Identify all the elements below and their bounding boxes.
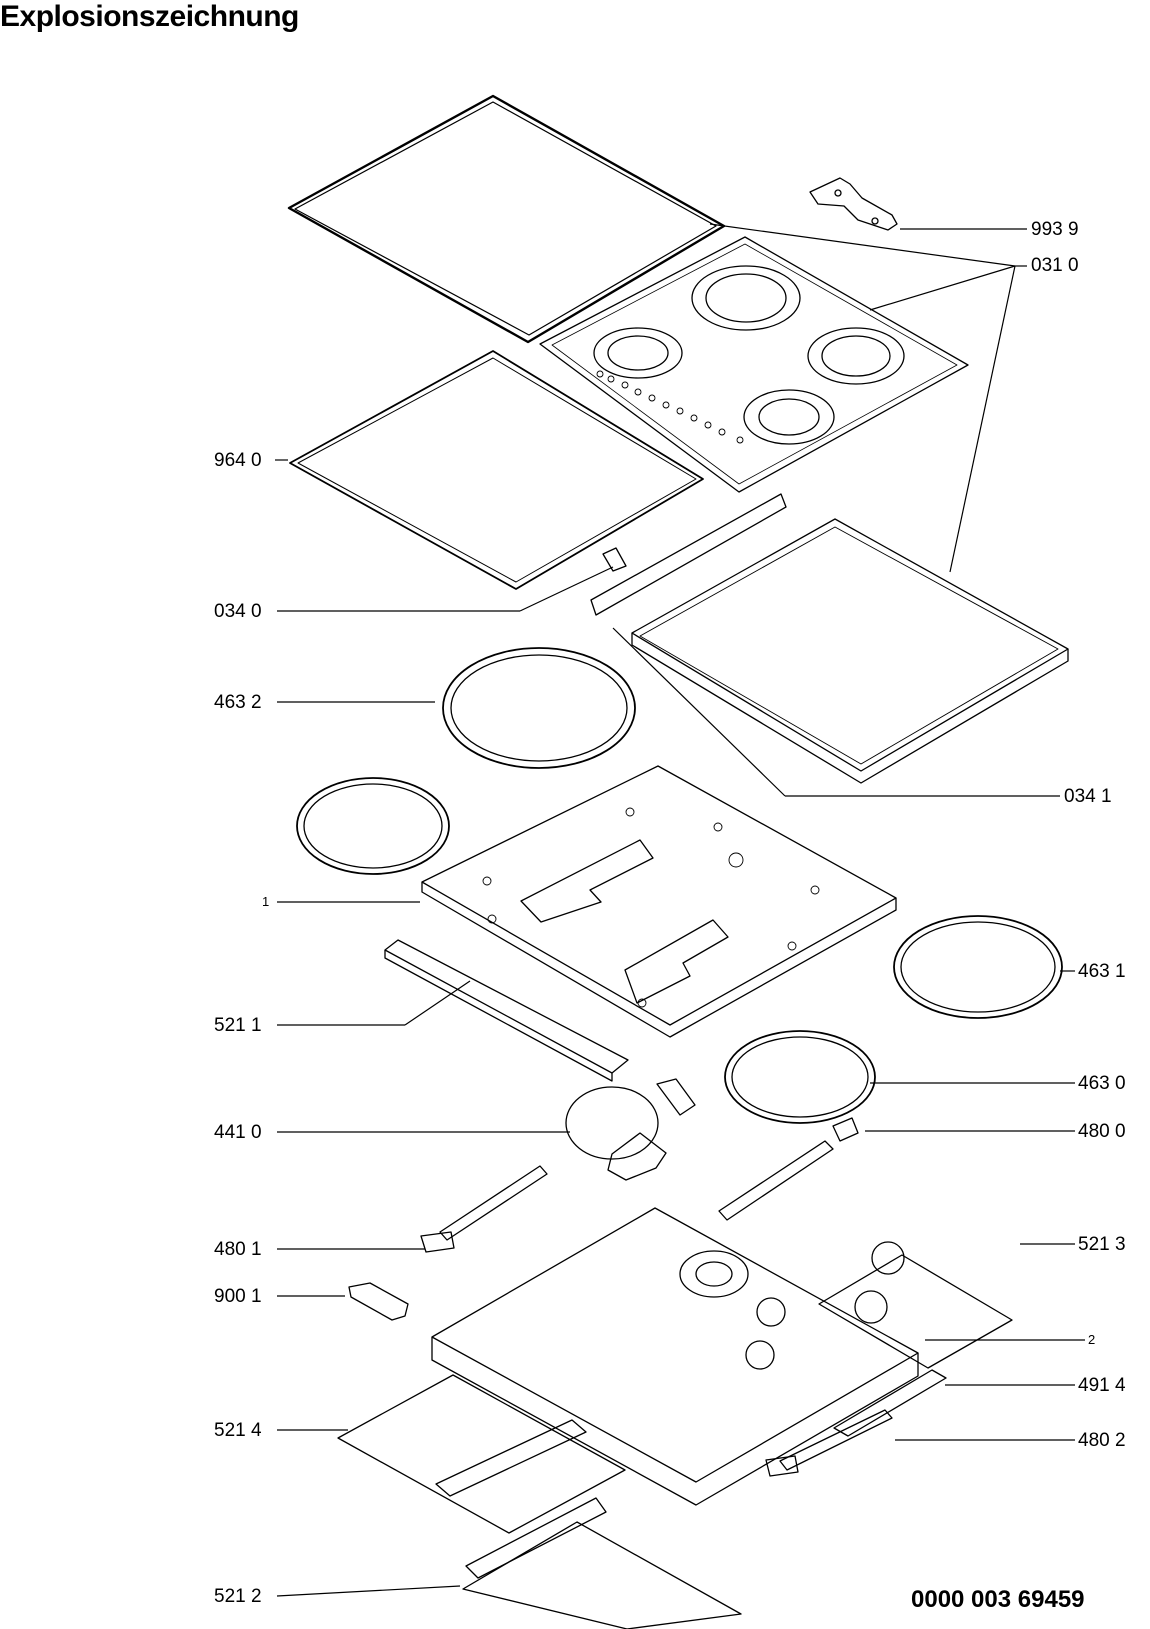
cable-480-0: [719, 1118, 858, 1220]
hob-frame: [632, 519, 1068, 783]
connector-plug: [349, 1283, 408, 1320]
side-rail: [591, 494, 786, 615]
heating-element-463-0: [725, 1031, 875, 1123]
part-label-491-4: 491 4: [1078, 1375, 1126, 1396]
part-label-034-0: 034 0: [214, 601, 262, 622]
hob-surface: [540, 237, 968, 492]
base-plate: [422, 766, 896, 1037]
part-label-480-1: 480 1: [214, 1239, 262, 1260]
control-board: [385, 940, 628, 1081]
part-label-964-0: 964 0: [214, 450, 262, 471]
part-label-463-2: 463 2: [214, 692, 262, 713]
part-label-521-3: 521 3: [1078, 1234, 1126, 1255]
heating-element-463-1: [894, 916, 1062, 1018]
part-label-480-0: 480 0: [1078, 1121, 1126, 1142]
part-label-993-9: 993 9: [1031, 219, 1079, 240]
part-label-521-1: 521 1: [214, 1015, 262, 1036]
cable-480-1: [421, 1166, 547, 1252]
part-label-521-4: 521 4: [214, 1420, 262, 1441]
part-label-034-1: 034 1: [1064, 786, 1112, 807]
cooling-fan: [566, 1079, 695, 1180]
part-label-900-1: 900 1: [214, 1286, 262, 1307]
heating-element-small-left: [297, 778, 449, 874]
power-board-521-2: [463, 1498, 741, 1629]
leader-lines: [275, 224, 1085, 1596]
part-label-441-0: 441 0: [214, 1122, 262, 1143]
power-board-521-3: [819, 1242, 1012, 1368]
part-label-463-1: 463 1: [1078, 961, 1126, 982]
cable-480-2: [766, 1410, 892, 1476]
part-label-2: 2: [1088, 1332, 1096, 1347]
cover-strip: [834, 1370, 946, 1436]
mounting-bracket: [810, 178, 897, 230]
frame-seal: [290, 351, 703, 589]
part-label-463-0: 463 0: [1078, 1073, 1126, 1094]
part-label-480-2: 480 2: [1078, 1430, 1126, 1451]
part-label-031-0: 031 0: [1031, 255, 1079, 276]
glass-ceramic-top: [289, 96, 724, 342]
part-label-1: 1: [262, 894, 270, 909]
document-number: 0000 003 69459: [911, 1586, 1085, 1613]
power-board-521-4: [338, 1375, 625, 1533]
housing-tray: [432, 1208, 918, 1505]
part-label-521-2: 521 2: [214, 1586, 262, 1607]
heating-element-463-2: [443, 648, 635, 768]
diagram-title: Explosionszeichnung: [0, 0, 299, 33]
